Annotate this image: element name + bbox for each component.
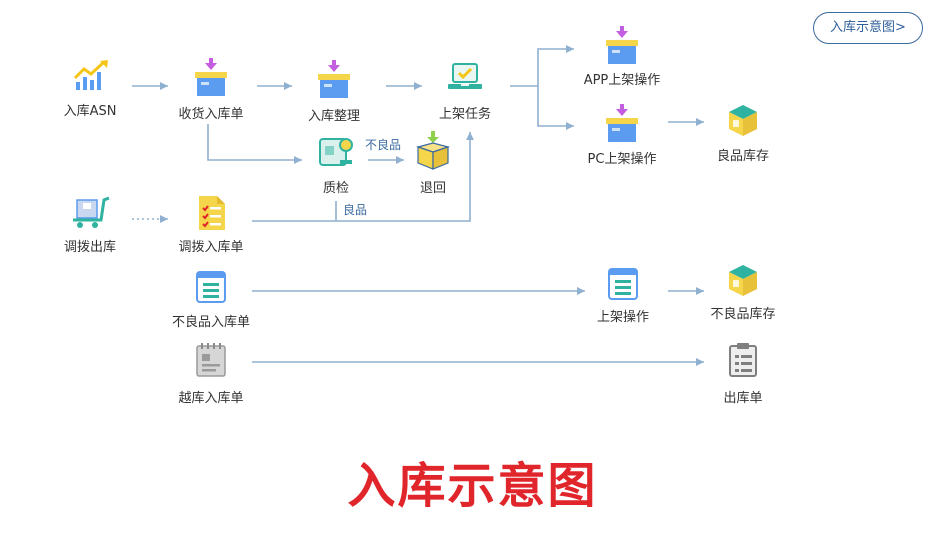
- node-app-putaway-label: APP上架操作: [583, 73, 661, 88]
- inbound-box-icon: [195, 58, 227, 96]
- node-defect-in: 不良品入库单: [141, 268, 281, 332]
- node-outbound: 出库单: [673, 342, 813, 406]
- edge-label-good: 良品: [343, 203, 368, 217]
- node-putaway-op: 上架操作: [553, 265, 693, 329]
- node-good-stock-label: 良品库存: [716, 149, 769, 164]
- inbound-box-icon: [606, 104, 638, 142]
- gray-notepad-icon: [196, 343, 226, 377]
- node-putaway-task: 上架任务: [395, 60, 535, 124]
- node-transfer-in: 调拨入库单: [141, 194, 281, 258]
- node-transfer-out-label: 调拨出库: [63, 240, 116, 255]
- node-good-stock: 良品库存: [673, 102, 813, 166]
- stock-cube-icon: [729, 105, 757, 136]
- node-asn-label: 入库ASN: [63, 104, 117, 119]
- node-putaway-op-label: 上架操作: [596, 310, 649, 325]
- node-cross-in: 越库入库单: [141, 342, 281, 406]
- node-receive-order-label: 收货入库单: [178, 107, 244, 122]
- node-transfer-out: 调拨出库: [20, 194, 160, 258]
- edge-task-to-pc: [537, 86, 574, 130]
- edge-receive-to-qc: [207, 124, 302, 164]
- edge-task-branch: [510, 45, 574, 87]
- checklist-icon: [199, 196, 225, 230]
- node-sorting-label: 入库整理: [307, 109, 360, 124]
- laptop-check-icon: [448, 63, 482, 89]
- node-cross-in-label: 越库入库单: [178, 391, 244, 406]
- delivery-cart-icon: [73, 196, 110, 228]
- chevron-right-icon: >: [895, 20, 906, 35]
- node-return: 退回: [363, 131, 503, 196]
- node-pc-putaway-label: PC上架操作: [587, 152, 657, 167]
- edge-good-to-task: [252, 132, 474, 222]
- node-defect-stock-label: 不良品库存: [710, 307, 776, 322]
- notepad-icon: [196, 271, 226, 303]
- node-transfer-in-label: 调拨入库单: [178, 240, 244, 255]
- diagram-link-label: 入库示意图: [830, 20, 896, 35]
- node-outbound-label: 出库单: [723, 391, 763, 406]
- notepad-icon: [608, 268, 638, 300]
- node-asn: 入库ASN: [20, 58, 160, 122]
- node-putaway-task-label: 上架任务: [438, 107, 491, 122]
- node-defect-in-label: 不良品入库单: [171, 315, 250, 330]
- clipboard-icon: [729, 343, 757, 377]
- node-sorting: 入库整理: [264, 60, 404, 124]
- edge-label-defective: 不良品: [365, 138, 402, 152]
- node-defect-stock: 不良品库存: [673, 262, 813, 326]
- node-quality-check-label: 质检: [322, 181, 349, 196]
- stock-cube-icon: [729, 265, 757, 296]
- node-app-putaway: APP上架操作: [552, 26, 692, 90]
- return-box-icon: [415, 131, 451, 170]
- inbound-box-icon: [318, 60, 350, 98]
- trend-chart-icon: [73, 60, 108, 90]
- node-pc-putaway: PC上架操作: [552, 104, 692, 168]
- diagram-link-button[interactable]: 入库示意图>: [813, 12, 923, 44]
- inbound-box-icon: [606, 26, 638, 64]
- page-title: 入库示意图: [347, 458, 598, 514]
- node-quality-check: 质检: [266, 136, 406, 200]
- node-return-label: 退回: [419, 181, 446, 196]
- node-receive-order: 收货入库单: [141, 58, 281, 122]
- inspection-icon: [319, 138, 353, 166]
